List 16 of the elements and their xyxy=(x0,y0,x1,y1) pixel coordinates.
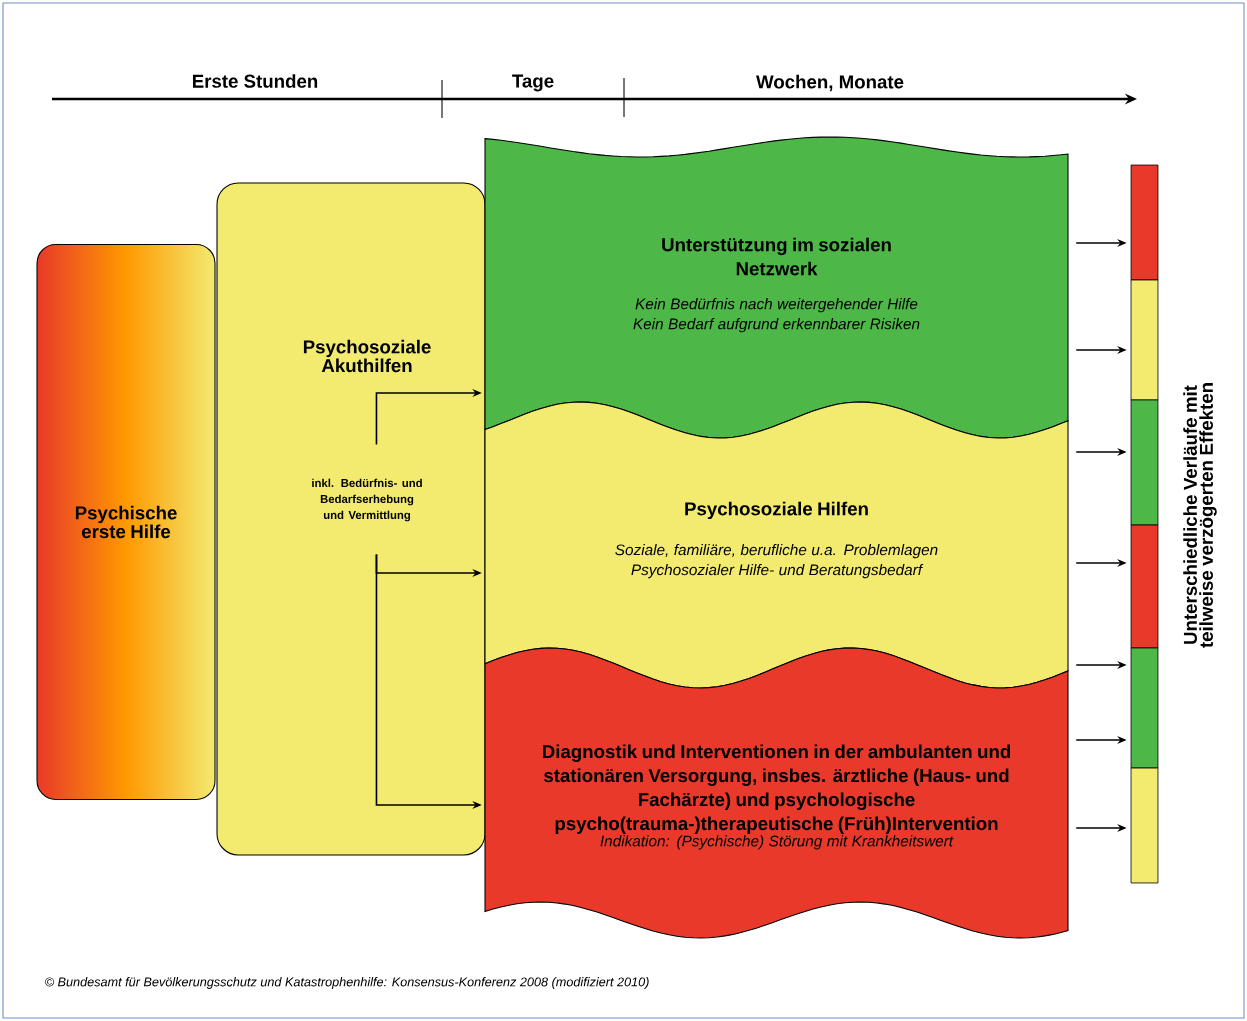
bar-segment xyxy=(1130,399,1159,526)
bar-segment xyxy=(1130,164,1159,281)
rounded-box: Psychosoziale Akuthilfen inkl. Bedürfnis- und Bedarfserhebung und Vermittlung xyxy=(216,182,486,856)
side-label: Unterschiedliche Verläufe mit teilweise verzögerten Effekten xyxy=(1183,383,1217,648)
rounded-box: Psychische erste Hilfe xyxy=(36,244,216,800)
wave-band: Diagnostik und Interventionen in der ambulanten und stationären Versorgung, insbes. ärztliche (Haus- und Fachärzte) und psychologische psycho(trauma-)therapeutische (Früh)Intervention Indikation: (Psychische) Störung mit Krankheitswert xyxy=(484,647,1069,939)
timeline-label: Erste Stunden xyxy=(193,74,318,88)
timeline-label: Tage xyxy=(512,74,554,92)
wave-band: Psychosoziale Hilfen Soziale, familiäre, berufliche u.a. Problemlagen Psychosozialer Hilfe- und Beratungsbedarf xyxy=(484,401,1069,689)
bar-segment xyxy=(1130,524,1159,649)
wave-band: Unterstützung im sozialen Netzwerk Kein Bedürfnis nach weitergehender Hilfe Kein Bedarf aufgrund erkennbarer Risiken xyxy=(484,136,1069,439)
timeline-label: Wochen, Monate xyxy=(756,74,904,92)
bar-segment xyxy=(1130,767,1159,884)
caption: © Bundesamt für Bevölkerungsschutz und Katastrophenhilfe: Konsensus-Konferenz 2008 (modifiziert 2010) xyxy=(45,977,649,989)
bar-segment xyxy=(1130,647,1159,769)
bar-segment xyxy=(1130,279,1159,401)
